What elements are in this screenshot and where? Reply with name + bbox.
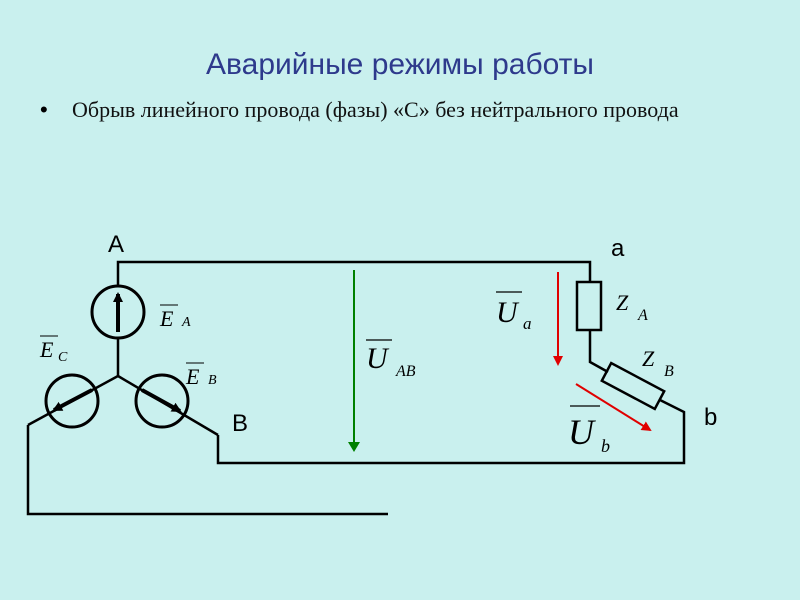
label-za-symbol: Z — [616, 290, 629, 315]
label-zb-symbol: Z — [642, 346, 655, 371]
wire-top — [116, 260, 592, 285]
label-ea-symbol: E — [159, 306, 174, 331]
label-ec-symbol: E — [39, 337, 54, 362]
label-uab-symbol: U — [366, 342, 390, 375]
label-ub-sub: b — [601, 436, 610, 456]
wire-load-mid — [588, 330, 609, 374]
label-ub-symbol: U — [568, 412, 596, 452]
label-za-sub: A — [637, 307, 648, 324]
source-b — [134, 373, 190, 429]
label-node-b: b — [704, 404, 717, 431]
slide-title: Аварийные режимы работы — [206, 48, 594, 81]
source-c — [44, 373, 100, 429]
label-ea-sub: A — [181, 315, 191, 330]
label-ec-sub: C — [58, 350, 68, 365]
wires — [26, 260, 686, 516]
wire-load-right — [216, 398, 686, 465]
label-node-A: A — [108, 231, 124, 258]
impedance-zb — [600, 361, 666, 411]
label-ua-sub: a — [523, 314, 532, 333]
arrow-u-b — [575, 383, 652, 432]
source-a — [90, 284, 146, 340]
bullet-text: Обрыв линейного провода (фазы) «С» без н… — [72, 97, 679, 122]
label-ua-symbol: U — [496, 296, 520, 329]
label-zb-sub: B — [664, 363, 674, 380]
label-eb-sub: B — [208, 373, 217, 388]
bullet-marker: • — [40, 97, 48, 122]
label-node-a: a — [611, 235, 625, 262]
label-eb-symbol: E — [185, 364, 200, 389]
impedance-za — [575, 280, 603, 332]
label-uab-sub: AB — [395, 363, 416, 380]
label-node-B: B — [232, 410, 248, 437]
wire-phase-c-open — [26, 425, 388, 516]
